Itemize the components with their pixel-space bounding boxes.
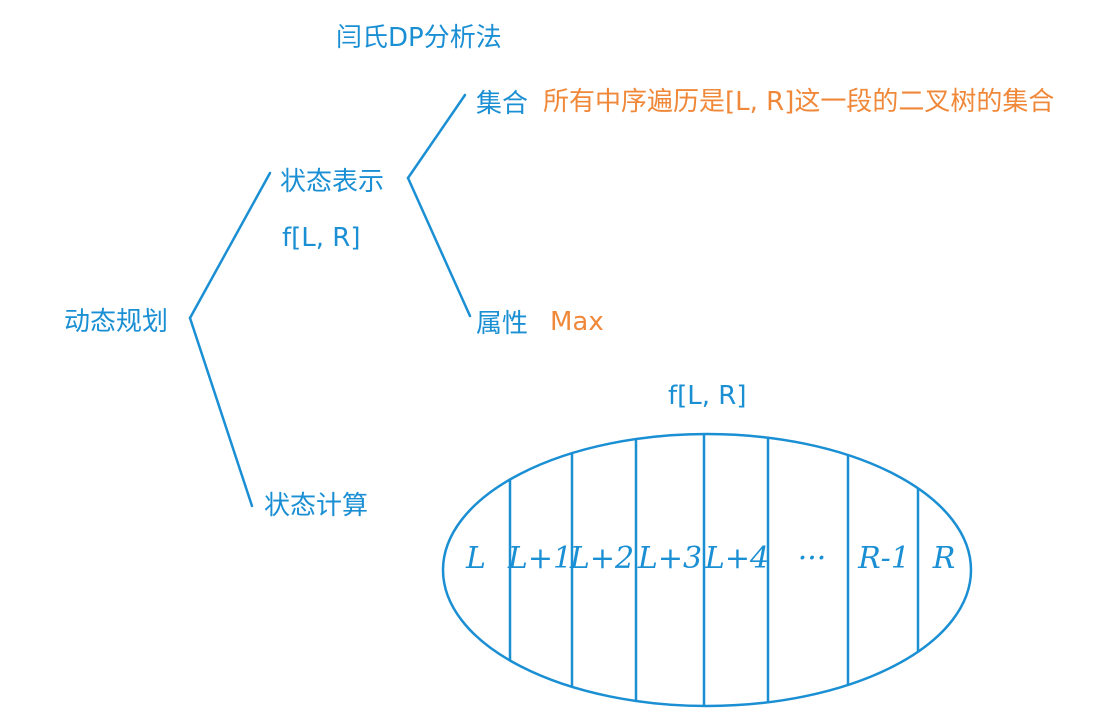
- partition-cell-label: L+4: [704, 541, 769, 576]
- branch-root-to-calc: [188, 316, 254, 508]
- state-repr-notation: f[L, R]: [282, 223, 361, 253]
- partition-cell-label: R: [932, 541, 956, 576]
- partition-cell-label: L: [465, 541, 486, 576]
- partition-cell-label: L+2: [569, 541, 634, 576]
- attr-value: Max: [550, 307, 604, 337]
- partition-cell-label: R-1: [857, 541, 910, 576]
- partition-ellipse: [441, 432, 973, 708]
- partition-cell-label: L+1: [507, 541, 572, 576]
- branch-repr-to-attr: [406, 176, 472, 318]
- set-label: 集合: [476, 89, 528, 119]
- branch-root-to-repr: [188, 171, 272, 320]
- branch-repr-to-set: [406, 93, 467, 180]
- diagram-title: 闫氏DP分析法: [336, 23, 502, 53]
- state-calc-label: 状态计算: [264, 491, 368, 521]
- set-description: 所有中序遍历是[L, R]这一段的二叉树的集合: [543, 87, 1054, 117]
- attr-label: 属性: [476, 309, 528, 339]
- tree-connectors: [188, 93, 472, 508]
- partition-cell-label: L+3: [637, 541, 702, 576]
- partition-title: f[L, R]: [668, 381, 747, 411]
- partition-cell-label: ···: [798, 541, 827, 576]
- root-label: 动态规划: [64, 307, 168, 337]
- state-repr-label: 状态表示: [280, 167, 384, 197]
